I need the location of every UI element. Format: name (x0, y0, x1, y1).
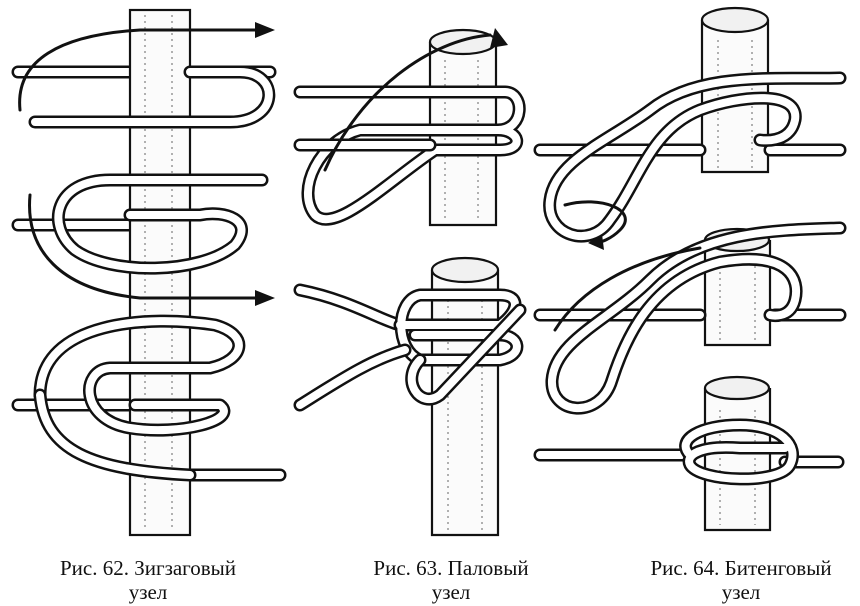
figure-64-bitt-knot (533, 6, 847, 532)
rope-strand (533, 71, 847, 243)
figure-64-caption: Рис. 64. Битенговый узел (626, 556, 856, 604)
direction-arrow (553, 246, 702, 332)
rope-strand (293, 283, 527, 412)
knot-illustrations (11, 6, 847, 537)
direction-arrow (323, 28, 508, 172)
caption-title: Рис. 64. Битенговый (650, 556, 832, 580)
figure-63-caption: Рис. 63. Паловый узел (346, 556, 556, 604)
caption-subtitle: узел (128, 580, 168, 604)
caption-subtitle: узел (721, 580, 761, 604)
direction-arrow (563, 200, 627, 250)
caption-title: Рис. 62. Зигзаговый (59, 556, 237, 580)
figure-62-caption: Рис. 62. Зигзаговый узел (28, 556, 268, 604)
figure-63-pile-knot (293, 28, 527, 537)
rope-strand (533, 418, 845, 486)
rope-strand (533, 221, 847, 415)
direction-arrow (18, 22, 275, 306)
rope-strand (293, 85, 526, 226)
caption-subtitle: узел (431, 580, 471, 604)
figure-62-zigzag-knot (11, 8, 287, 537)
caption-title: Рис. 63. Паловый (373, 556, 529, 580)
rope-loops (28, 65, 276, 482)
